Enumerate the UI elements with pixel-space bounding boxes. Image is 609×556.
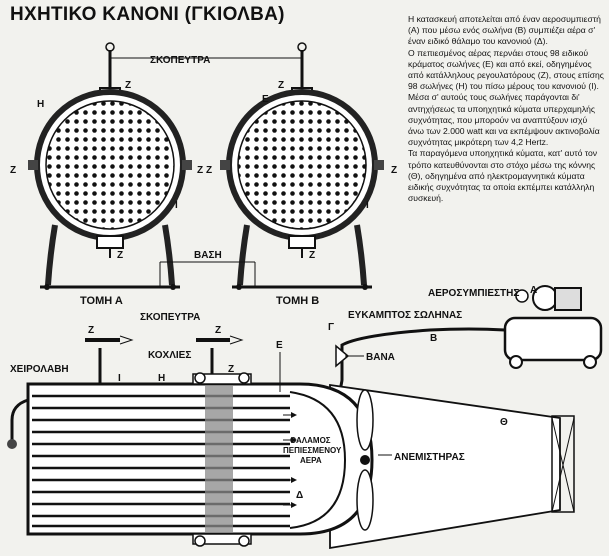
cannon-housing: [26, 382, 374, 536]
base-foot-left-b: [236, 284, 242, 290]
description-paragraph-3: Μέσα σ' αυτούς τους σωλήνες παράγονται δ…: [408, 92, 600, 148]
letter-a: Α: [530, 285, 537, 296]
roller-top-right: [238, 372, 250, 384]
label-tomi-a: ΤΟΜΗ Α: [80, 295, 123, 307]
leg-right-a: [162, 224, 175, 286]
label-koxlies: ΚΟΧΛΙΕΣ: [148, 350, 191, 361]
letter-i-a: Ι: [175, 200, 178, 211]
letter-b: Β: [430, 333, 437, 344]
letter-z-a-top: Ζ: [125, 80, 131, 91]
sight-ring-b: [297, 42, 307, 52]
label-tomi-b: ΤΟΜΗ Β: [276, 295, 319, 307]
air-compressor: [503, 285, 603, 369]
compressor-tank: [503, 316, 603, 362]
letter-d: Δ: [296, 490, 303, 501]
label-skopeutra-bottom: ΣΚΟΠΕΥΤΡΑ: [140, 312, 200, 323]
letter-g: Γ: [328, 322, 334, 333]
section-b: [220, 42, 384, 290]
leg-right-b: [354, 224, 367, 286]
letter-z-side-3: Ζ: [228, 364, 234, 375]
base-foot-right-b: [362, 284, 368, 290]
roller-top-left: [194, 372, 206, 384]
label-aerosympiestis: ΑΕΡΟΣΥΜΠΙΕΣΤΗΣ: [428, 288, 519, 299]
tube-array-b: [237, 100, 367, 230]
description-paragraph-1: Η κατασκευή αποτελείται από έναν αεροσυμ…: [408, 14, 601, 47]
side-lug-left-b: [220, 160, 230, 170]
side-lug-left-a: [28, 160, 38, 170]
handle-grip: [10, 398, 29, 440]
letter-z-b-bottom: Ζ: [309, 250, 315, 261]
label-thalamos-2: ΠΕΠΙΕΣΜΕΝΟΥ: [283, 446, 342, 455]
side-lug-right-a: [182, 160, 192, 170]
worm-gear-bottom: [192, 533, 252, 545]
base-foot-left-a: [44, 284, 50, 290]
label-skopeutra-top: ΣΚΟΠΕΥΤΡΑ: [150, 55, 210, 66]
letter-h-side: Η: [158, 373, 165, 384]
pressure-chamber-wall: [289, 391, 347, 529]
label-anemistiras: ΑΝΕΜΙΣΤΗΡΑΣ: [394, 452, 465, 463]
description-text: Η κατασκευή αποτελείται από έναν αεροσυμ…: [408, 14, 604, 204]
tube-array-a: [45, 100, 175, 230]
description-paragraph-2: Ο πεπιεσμένος αέρας περνάει στους 98 ειδ…: [408, 47, 604, 92]
sight-ring-a: [105, 42, 115, 52]
letter-i-side: Ι: [118, 373, 121, 384]
label-thalamos-3: ΑΕΡΑ: [300, 456, 322, 465]
sight-line-icon: [119, 335, 134, 345]
valve-icon: [335, 344, 350, 368]
base-foot-right-a: [170, 284, 176, 290]
compressor-wheel-right: [583, 355, 597, 369]
label-vana: ΒΑΝΑ: [366, 352, 395, 363]
letter-z-side-1: Ζ: [88, 325, 94, 336]
label-xeirolavi: ΧΕΙΡΟΛΑΒΗ: [10, 364, 69, 375]
roller-bottom-left: [194, 535, 206, 547]
side-lug-right-b: [374, 160, 384, 170]
handle-knob: [7, 439, 17, 449]
compressor-head: [554, 287, 582, 311]
letter-z-a-left: Ζ: [10, 165, 16, 176]
bottom-valve-b: [288, 235, 316, 249]
cone-ring-hatch-2: [551, 417, 575, 513]
fan-hub: [360, 455, 370, 465]
letter-e-side: Ε: [276, 340, 283, 351]
letter-e-b: Ε: [262, 94, 269, 105]
bottom-valve-a: [96, 235, 124, 249]
diagram-title: ΗΧΗΤΙΚΟ ΚΑΝΟΝΙ (ΓΚΙΟΛΒΑ): [10, 4, 285, 25]
cannon-body: [7, 335, 575, 550]
sight-line-icon: [229, 335, 244, 345]
description-paragraph-4: Τα παραγόμενα υποηχητικά κύματα, κατ' αυ…: [408, 148, 598, 204]
letter-z-side-2: Ζ: [215, 325, 221, 336]
roller-bottom-right: [238, 535, 250, 547]
label-efkamptos: ΕΥΚΑΜΠΤΟΣ ΣΩΛΗΝΑΣ: [348, 310, 462, 321]
pressure-gauge-icon: [515, 289, 529, 303]
worm-gear-top: [192, 373, 252, 385]
letter-z-a-right: Ζ: [197, 165, 203, 176]
leg-left-a: [45, 224, 58, 286]
label-thalamos-1: ΘΑΛΑΜΟΣ: [290, 436, 331, 445]
letter-i-b: Ι: [366, 200, 369, 211]
letter-z-a-bottom: Ζ: [117, 250, 123, 261]
section-a: [28, 42, 192, 290]
leg-left-b: [237, 224, 250, 286]
regulator-band: [205, 386, 233, 532]
letter-z-b-left: Ζ: [206, 165, 212, 176]
tube-bank: [32, 394, 290, 528]
fan-blade-top: [356, 389, 374, 451]
letter-z-b-right: Ζ: [391, 165, 397, 176]
cone-ring: [551, 415, 575, 513]
letter-z-b-top: Ζ: [278, 80, 284, 91]
compressor-wheel-left: [509, 355, 523, 369]
label-vasi: ΒΑΣΗ: [194, 250, 222, 261]
letter-th: Θ: [500, 417, 508, 428]
fan-blade-bottom: [356, 469, 374, 531]
letter-h-a: Η: [37, 99, 44, 110]
